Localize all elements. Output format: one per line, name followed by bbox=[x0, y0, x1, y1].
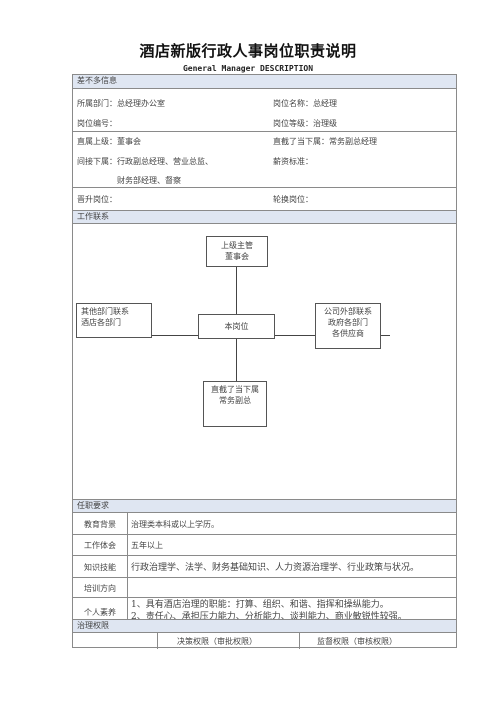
indirect-subordinate-field: 间接下属：行政副总经理、营业总监、 bbox=[77, 157, 213, 166]
salary-field: 薪资标准： bbox=[273, 157, 313, 166]
table-row: 个人素养 1、具有酒店治理的职能：打算、组织、和谐、指挥和操纵能力。 2、责任心… bbox=[73, 598, 456, 622]
section-basic-info: 差不多信息 bbox=[73, 75, 456, 89]
table-row: 知识技能 行政治理学、法学、财务基础知识、人力资源治理学、行业政策与状况。 bbox=[73, 556, 456, 578]
promotion-field: 晋升岗位： bbox=[77, 195, 117, 204]
position-name-field: 岗位名称：总经理 bbox=[273, 99, 337, 108]
row-value-line-1: 1、具有酒店治理的职能：打算、组织、和谐、指挥和操纵能力。 bbox=[131, 600, 389, 610]
row-label: 知识技能 bbox=[84, 563, 116, 572]
row-value: 行政治理学、法学、财务基础知识、人力资源治理学、行业政策与状况。 bbox=[131, 563, 420, 573]
row-label: 个人素养 bbox=[84, 608, 116, 617]
self-position-box: 本岗位 bbox=[198, 314, 275, 339]
column-divider bbox=[127, 578, 128, 598]
column-divider bbox=[299, 633, 300, 649]
rotation-field: 轮换岗位： bbox=[273, 195, 313, 204]
decision-authority-header: 决策权限（审批权限） bbox=[177, 637, 257, 646]
column-divider bbox=[157, 633, 158, 649]
section-requirements: 任职要求 bbox=[73, 499, 456, 513]
external-title: 公司外部联系 bbox=[324, 307, 372, 316]
external-line-1: 政府各部门 bbox=[328, 318, 368, 327]
external-relations-box: 公司外部联系 政府各部门 各供应商 bbox=[315, 303, 381, 349]
superior-box: 上级主管 董事会 bbox=[206, 236, 268, 267]
direct-subordinate-field: 直截了当下属：常务副总经理 bbox=[273, 137, 377, 146]
document-title: 酒店新版行政人事岗位职责说明 bbox=[139, 42, 357, 60]
department-field: 所属部门：总经理办公室 bbox=[77, 99, 165, 108]
section-authority: 治理权限 bbox=[73, 619, 456, 633]
row-label: 培训方向 bbox=[84, 584, 116, 593]
document-subtitle: General Manager DESCRIPTION bbox=[182, 64, 314, 73]
position-number-field: 岗位编号： bbox=[77, 119, 117, 128]
row-label: 工作体会 bbox=[84, 541, 116, 550]
subordinate-title: 直截了当下属 bbox=[211, 385, 259, 394]
internal-name: 酒店各部门 bbox=[81, 318, 121, 327]
divider bbox=[73, 187, 456, 188]
divider bbox=[73, 131, 456, 132]
row-value: 五年以上 bbox=[131, 541, 163, 550]
subordinate-box: 直截了当下属 常务副总 bbox=[203, 381, 267, 427]
column-divider bbox=[127, 598, 128, 619]
table-row: 教育背景 治理类本科或以上学历。 bbox=[73, 513, 456, 535]
internal-title: 其他部门联系 bbox=[81, 307, 129, 316]
indirect-subordinate-field-cont: 财务部经理、督察 bbox=[117, 176, 181, 185]
superior-title: 上级主管 bbox=[221, 241, 253, 250]
position-level-field: 岗位等级：治理级 bbox=[273, 119, 337, 128]
column-divider bbox=[127, 513, 128, 535]
external-line-2: 各供应商 bbox=[332, 329, 364, 338]
internal-relations-box: 其他部门联系 酒店各部门 bbox=[76, 303, 152, 338]
column-divider bbox=[127, 556, 128, 578]
job-description-form: 差不多信息 所属部门：总经理办公室 岗位名称：总经理 岗位编号： 岗位等级：治理… bbox=[72, 74, 457, 649]
row-label: 教育背景 bbox=[84, 520, 116, 529]
direct-superior-field: 直属上级：董事会 bbox=[77, 137, 141, 146]
row-value: 治理类本科或以上学历。 bbox=[131, 520, 219, 529]
column-divider bbox=[127, 535, 128, 556]
table-row: 培训方向 bbox=[73, 578, 456, 598]
superior-name: 董事会 bbox=[225, 252, 249, 261]
row-value-line-2: 2、责任心、承担压力能力、分析能力、谈判能力、商业敏锐性较强。 bbox=[131, 612, 407, 622]
table-row: 工作体会 五年以上 bbox=[73, 535, 456, 556]
subordinate-name: 常务副总 bbox=[219, 396, 251, 405]
section-work-relations: 工作联系 bbox=[73, 210, 456, 224]
supervision-authority-header: 监督权限（审核权限） bbox=[317, 637, 397, 646]
